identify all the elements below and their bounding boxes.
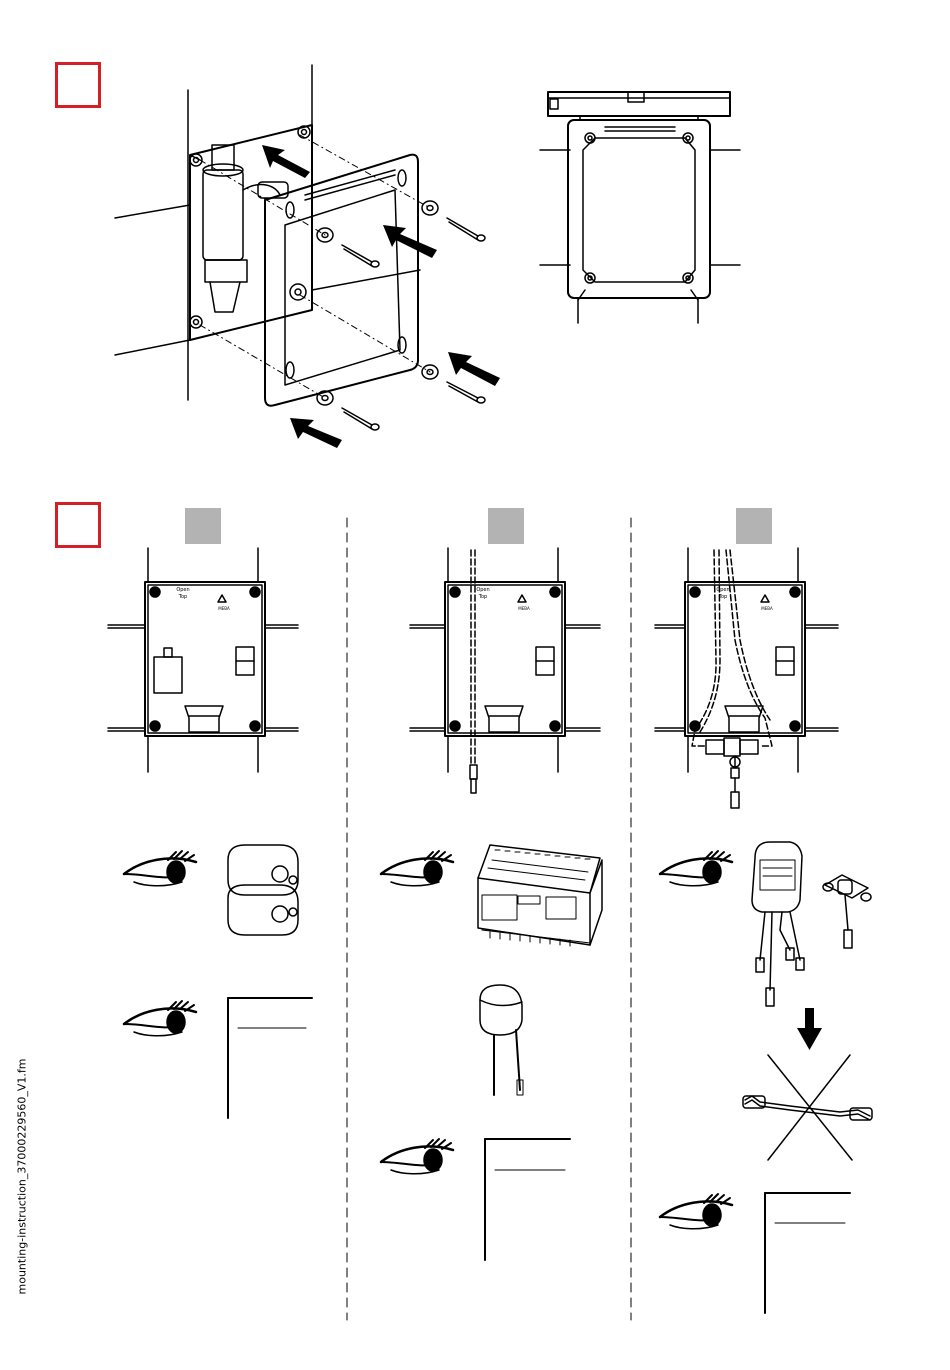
frame-mounting-illustration bbox=[115, 65, 500, 448]
box-variant-battery bbox=[108, 548, 298, 772]
eye-icon-b2 bbox=[381, 1139, 453, 1174]
eye-icon-b1 bbox=[381, 851, 453, 886]
arrow-icon bbox=[797, 1008, 822, 1050]
power-supply-illustration bbox=[478, 845, 602, 946]
eye-icon-c2 bbox=[660, 1194, 732, 1229]
warning-label-c: MEBA bbox=[761, 606, 773, 611]
svg-text:Top: Top bbox=[478, 594, 487, 600]
connection-module-illustration bbox=[752, 842, 804, 1006]
t-connector-illustration bbox=[823, 875, 871, 948]
cross-icon bbox=[743, 1055, 872, 1160]
eye-icon-a2 bbox=[124, 1001, 196, 1036]
open-top-label-b: Open bbox=[476, 587, 489, 593]
notes-frame-a bbox=[228, 998, 312, 1118]
notes-frame-c bbox=[765, 1193, 850, 1313]
warning-label-a: MEBA bbox=[218, 606, 230, 611]
eye-icon-c1 bbox=[660, 851, 732, 886]
svg-text:Top: Top bbox=[718, 594, 727, 600]
open-top-label-a: Open bbox=[176, 587, 189, 593]
ferrite-coil-illustration bbox=[480, 985, 523, 1095]
box-variant-mains bbox=[410, 548, 600, 793]
level-check-illustration bbox=[540, 92, 740, 323]
warning-label-b: MEBA bbox=[518, 606, 530, 611]
notes-frame-b bbox=[485, 1139, 570, 1260]
eye-icon-a1 bbox=[124, 851, 196, 886]
box-variant-connected bbox=[655, 548, 838, 808]
svg-text:Top: Top bbox=[178, 594, 187, 600]
battery-pack-illustration bbox=[228, 845, 298, 935]
open-top-label-c: Open bbox=[716, 587, 729, 593]
